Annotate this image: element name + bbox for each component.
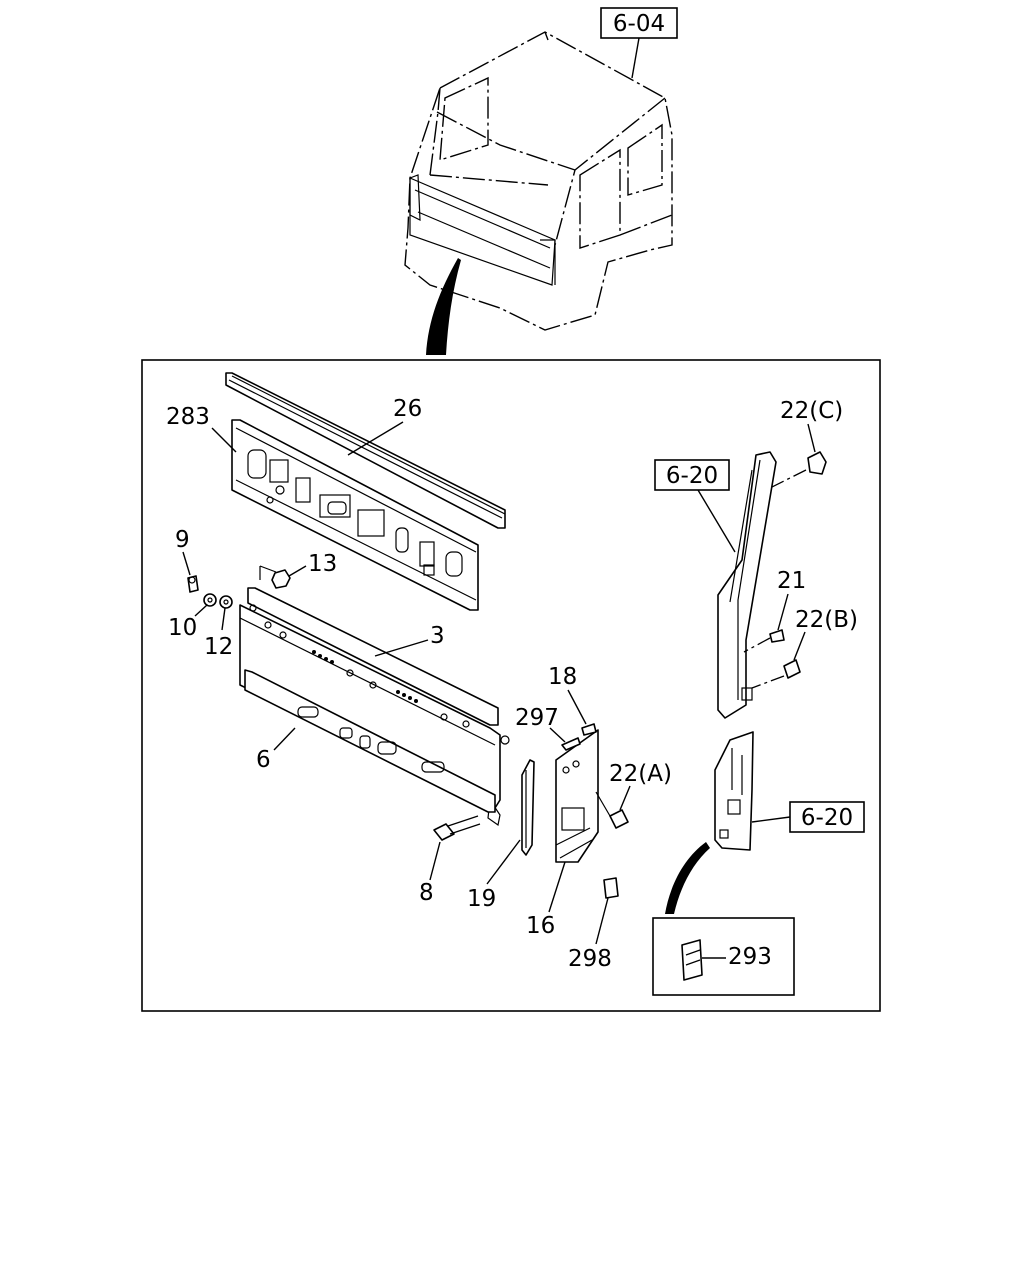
- clip-21: [743, 629, 785, 653]
- callout-21: 21: [777, 568, 806, 594]
- callout-8: 8: [419, 880, 434, 906]
- callout-19: 19: [467, 886, 496, 912]
- callout-10: 10: [168, 615, 197, 641]
- washer-10: [203, 593, 217, 607]
- fastener-9: [187, 575, 199, 593]
- callout-22c: 22(C): [780, 398, 843, 424]
- callout-13: 13: [308, 551, 337, 577]
- part-16-cover: [555, 729, 599, 863]
- screw-22b: [751, 659, 801, 689]
- reference-label: 6-04: [613, 11, 665, 37]
- callout-293: 293: [728, 944, 772, 970]
- washer-12: [219, 595, 233, 609]
- inset-293: [652, 917, 795, 996]
- callout-26: 26: [393, 396, 422, 422]
- callouts: 283 26 9 13 10 12 3 6 8 19 18 297 22(A) …: [166, 396, 858, 972]
- part-3-panel: [239, 587, 510, 827]
- callout-3: 3: [430, 623, 445, 649]
- callout-298: 298: [568, 946, 612, 972]
- reference-label: 6-20: [666, 463, 718, 489]
- callout-22a: 22(A): [609, 761, 672, 787]
- part-26-strip: [225, 372, 506, 529]
- zoom-pointer-arrow: [426, 258, 461, 355]
- detail-frame: [141, 359, 881, 1012]
- callout-297: 297: [515, 705, 559, 731]
- clip-22c: [769, 451, 827, 489]
- part-6-member: [244, 669, 496, 813]
- inset-pointer-arrow: [665, 842, 710, 914]
- callout-6: 6: [256, 747, 271, 773]
- reference-6-20-upper: 6-20: [654, 459, 736, 553]
- pillar-lower: [714, 731, 754, 851]
- pillar-upper: [717, 451, 777, 719]
- reference-label: 6-20: [801, 805, 853, 831]
- callout-18: 18: [548, 664, 577, 690]
- reference-6-20-lower: 6-20: [751, 801, 865, 833]
- callout-16: 16: [526, 913, 555, 939]
- part-283-panel: [231, 419, 479, 611]
- cab-outline: [404, 31, 673, 331]
- callout-22b: 22(B): [795, 607, 858, 633]
- clip-298: [603, 877, 619, 899]
- screw-22a: [595, 791, 629, 829]
- bolt-8: [433, 815, 481, 841]
- clip-297: [561, 737, 581, 751]
- part-19-strip: [521, 759, 535, 856]
- callout-283: 283: [166, 404, 210, 430]
- nut-13: [259, 565, 291, 589]
- callout-12: 12: [204, 634, 233, 660]
- clip-18: [581, 723, 597, 736]
- reference-6-04: 6-04: [600, 7, 678, 79]
- callout-9: 9: [175, 527, 190, 553]
